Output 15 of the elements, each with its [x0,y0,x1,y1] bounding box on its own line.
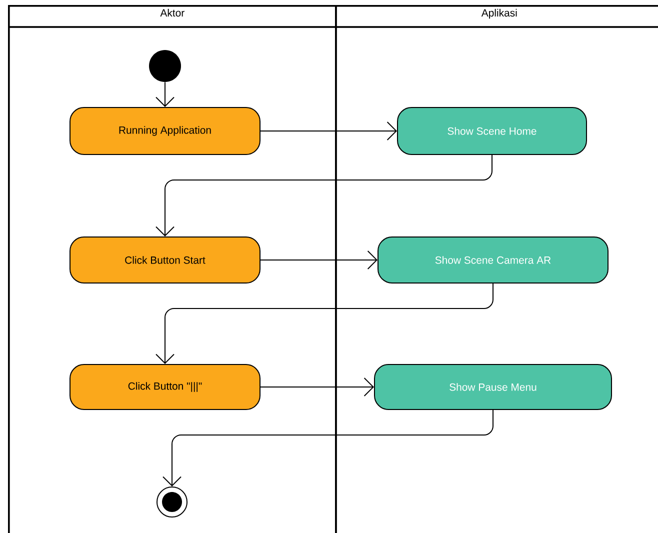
activity-box: Show Scene Camera AR [378,236,608,284]
activity-box: Click Button Start [70,236,260,284]
arrow [260,122,397,140]
start-node [149,50,181,82]
end-node [156,486,188,518]
arrow [162,410,494,486]
arrow [156,82,174,107]
arrow [260,378,374,396]
arrow [260,250,378,270]
arrow [156,283,494,364]
activity-box: Show Pause Menu [374,364,612,410]
activity-box: Show Scene Home [397,107,587,155]
activity-box: Click Button "|||" [70,364,260,410]
activity-box: Running Application [70,107,260,155]
arrow [156,154,492,236]
